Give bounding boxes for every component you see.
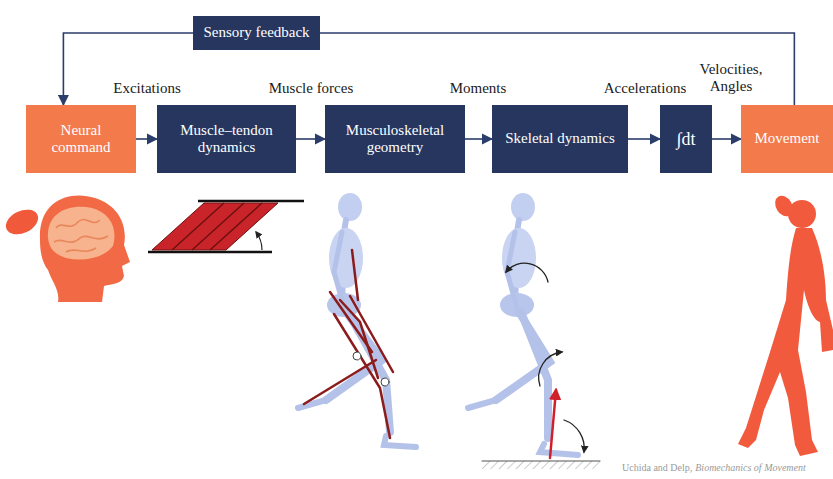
- process-box: Muscle–tendon dynamics: [157, 105, 296, 173]
- signal-label: Moments: [444, 80, 512, 97]
- skeleton-dynamics: [468, 193, 600, 469]
- box-text: Sensory feedback: [203, 24, 309, 41]
- skeleton-muscles: [298, 193, 416, 447]
- head-figure: [2, 195, 130, 302]
- signal-label: Excitations: [104, 80, 190, 97]
- signal-arrow: [63, 33, 193, 105]
- signal-arrow: [628, 138, 660, 140]
- box-text: Movement: [755, 130, 820, 147]
- walking-figure: [738, 192, 833, 456]
- integrator-box: ∫dt: [660, 105, 712, 173]
- signal-arrow: [296, 138, 325, 140]
- signal-label: Muscle forces: [262, 80, 360, 97]
- command-box: Neural command: [26, 105, 136, 173]
- box-text: Neural command: [32, 122, 130, 157]
- signal-arrow: [465, 138, 492, 140]
- process-box: Musculoskeletal geometry: [325, 105, 465, 173]
- signal-label: Velocities, Angles: [690, 61, 772, 94]
- signal-arrow: [136, 138, 157, 140]
- credit-text: Biomechanics of Movement: [695, 462, 806, 473]
- feedback-box: Sensory feedback: [193, 16, 320, 50]
- box-text: Skeletal dynamics: [505, 130, 615, 147]
- credit-text: Uchida and Delp,: [622, 462, 692, 473]
- signal-arrow: [320, 33, 794, 105]
- signal-label: Accelerations: [598, 80, 692, 97]
- muscle-model: [148, 201, 304, 252]
- output-box: Movement: [741, 105, 833, 173]
- signal-arrow: [712, 138, 741, 140]
- box-text: Muscle–tendon dynamics: [163, 122, 290, 157]
- box-text: ∫dt: [677, 129, 696, 150]
- process-box: Skeletal dynamics: [492, 105, 628, 173]
- box-text: Musculoskeletal geometry: [331, 122, 459, 157]
